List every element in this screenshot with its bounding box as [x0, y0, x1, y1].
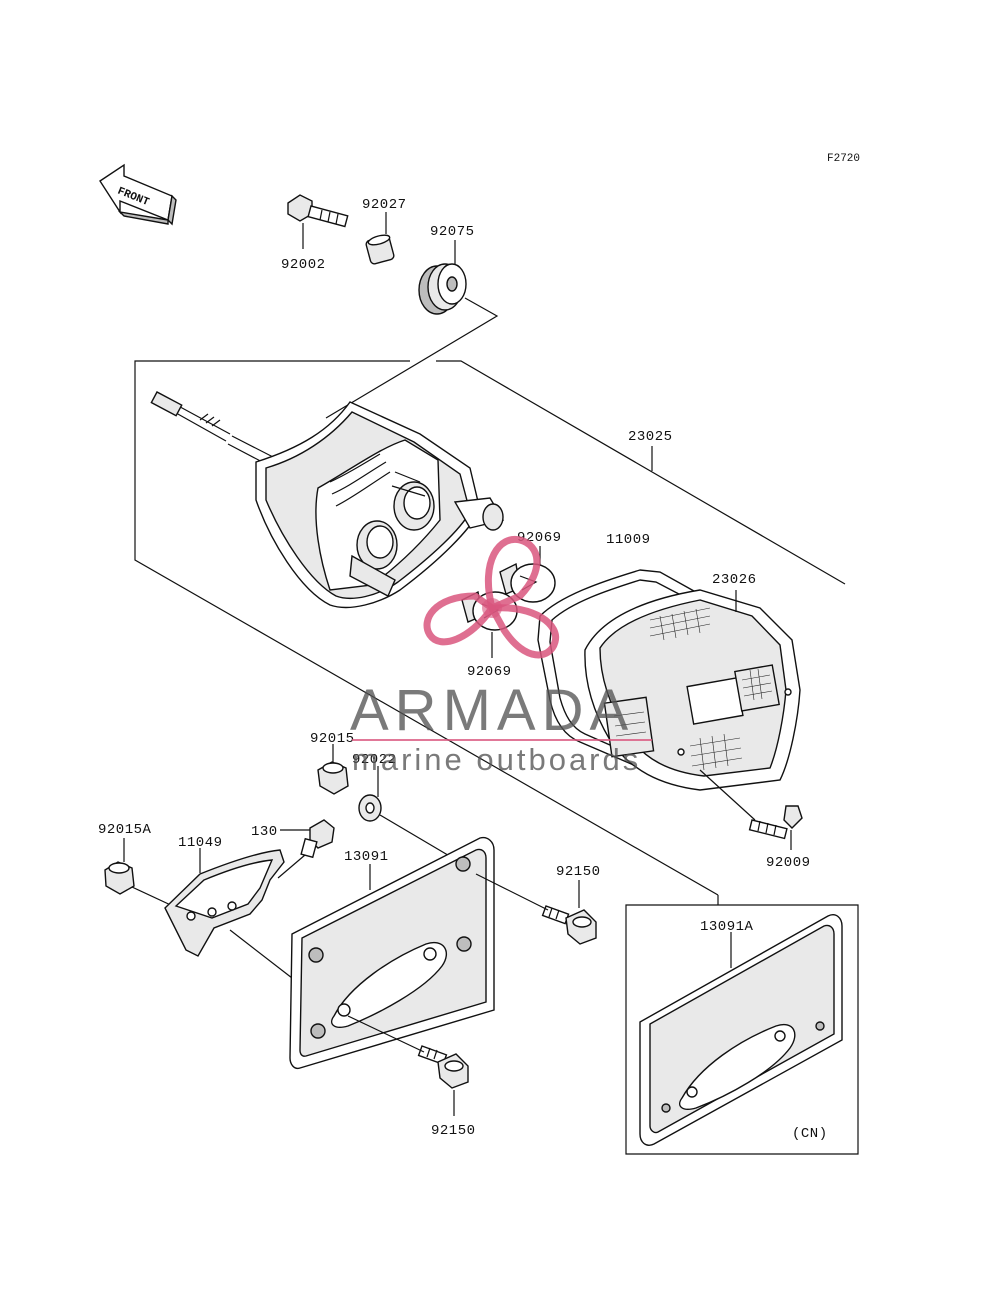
watermark: ARMADA marine outboards: [350, 535, 652, 777]
part-label-92069-lower: 92069: [467, 664, 512, 680]
bolt-92150-right: [541, 905, 597, 945]
part-label-13091: 13091: [344, 849, 389, 865]
bolt-92150-bottom: [417, 1045, 469, 1089]
grommet-92075: [418, 263, 467, 315]
part-label-92027: 92027: [362, 197, 407, 213]
part-label-92150-right: 92150: [556, 864, 601, 880]
part-label-92009: 92009: [766, 855, 811, 871]
nut-92015: [317, 761, 349, 795]
part-label-92015: 92015: [310, 731, 355, 747]
part-label-13091A: 13091A: [700, 919, 754, 935]
figure-code: F2720: [827, 153, 860, 165]
watermark-tagline: marine outboards: [352, 742, 641, 777]
bolt-92002: [287, 194, 349, 228]
bolt-130: [300, 819, 335, 859]
part-label-92022: 92022: [352, 752, 397, 768]
washer-92022: [358, 794, 382, 822]
front-arrow-icon: FRONT: [99, 163, 177, 226]
watermark-brand: ARMADA: [350, 678, 634, 743]
part-label-130: 130: [251, 824, 278, 840]
part-label-23026: 23026: [712, 572, 757, 588]
lamp-housing: [150, 391, 505, 609]
part-label-11049: 11049: [178, 835, 223, 851]
variant-inset-13091A: [625, 895, 859, 1155]
propeller-logo-icon: [423, 535, 560, 659]
nut-92015A: [104, 861, 135, 895]
collar-92027: [365, 234, 395, 265]
part-label-92150-bottom: 92150: [431, 1123, 476, 1139]
screw-92009: [748, 805, 803, 840]
part-label-92002: 92002: [281, 257, 326, 273]
variant-note: (CN): [792, 1126, 828, 1142]
part-label-11009: 11009: [606, 532, 651, 548]
license-plate-bracket-13091: [289, 836, 495, 1070]
bracket-11049: [164, 849, 285, 957]
part-label-23025: 23025: [628, 429, 673, 445]
part-label-92075: 92075: [430, 224, 475, 240]
part-label-92015A: 92015A: [98, 822, 152, 838]
